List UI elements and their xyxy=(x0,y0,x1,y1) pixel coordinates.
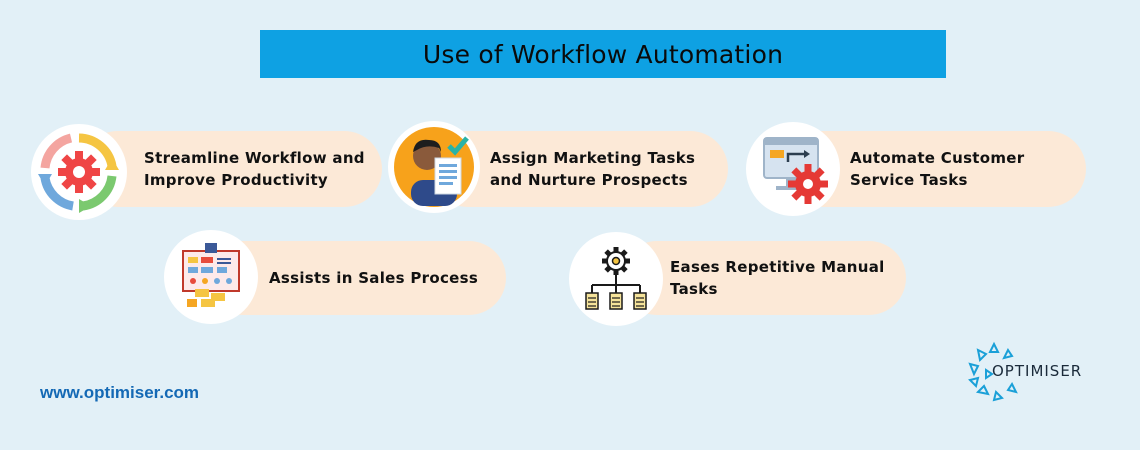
optimiser-logo-icon xyxy=(968,341,1018,402)
footer-url[interactable]: www.optimiser.com xyxy=(40,383,200,402)
item-card-streamline: Streamline Workflow and Improve Producti… xyxy=(80,131,382,207)
item-icon-circle xyxy=(164,230,258,324)
cycle-gear-icon xyxy=(38,133,119,213)
item-label: Assists in Sales Process xyxy=(269,269,479,287)
item-icon-circle xyxy=(569,232,663,326)
gear-documents-icon xyxy=(585,247,647,310)
item-label: Automate Customer Service Tasks xyxy=(850,149,1025,189)
item-card-repetitive: Eases Repetitive Manual Tasks xyxy=(620,241,906,315)
item-label: Streamline Workflow and Improve Producti… xyxy=(144,149,365,189)
item-label: Eases Repetitive Manual Tasks xyxy=(670,258,885,298)
item-icon-circle xyxy=(31,124,127,220)
sales-board-icon xyxy=(182,243,240,307)
person-document-icon xyxy=(394,127,474,207)
item-icon-circle xyxy=(388,121,480,213)
page-title: Use of Workflow Automation xyxy=(422,39,784,69)
monitor-gear-icon xyxy=(763,137,828,204)
title-banner: Use of Workflow Automation xyxy=(260,30,946,78)
item-icon-circle xyxy=(746,122,840,216)
brand-name: OPTIMISER xyxy=(992,362,1083,380)
item-label: Assign Marketing Tasks and Nurture Prosp… xyxy=(490,149,696,189)
